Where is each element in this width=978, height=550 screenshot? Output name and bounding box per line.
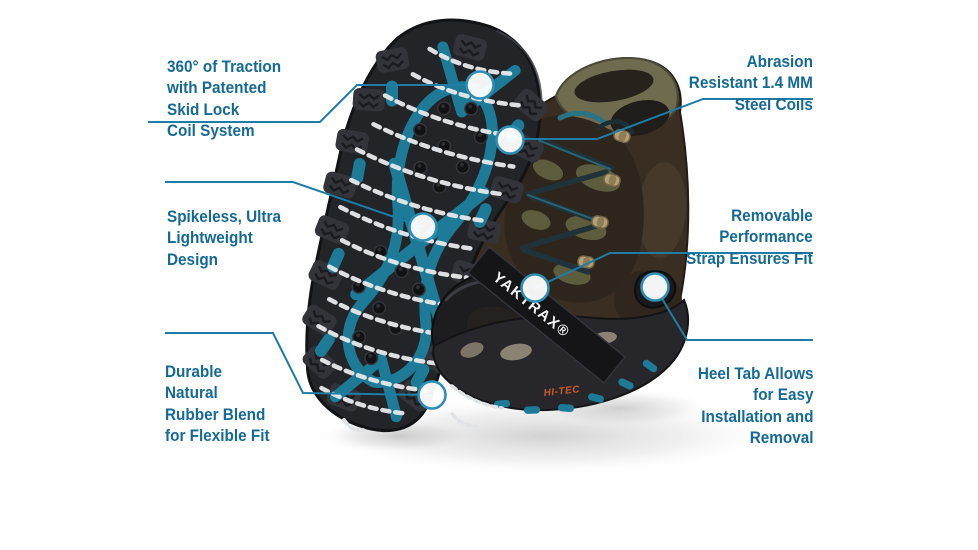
callout-label-traction: 360° of Traction with Patented Skid Lock… (167, 34, 294, 142)
callout-lines (148, 84, 813, 396)
callout-text-strap: Removable Performance Strap Ensures Fit (686, 205, 813, 268)
callout-label-coils: Abrasion Resistant 1.4 MM Steel Coils (675, 29, 813, 115)
marker-heeltab (640, 272, 670, 302)
callout-text-spikeless: Spikeless, Ultra Lightweight Design (167, 206, 281, 269)
callout-markers (408, 70, 670, 410)
callout-line-strap (534, 252, 813, 289)
callout-line-spikeless (165, 181, 424, 228)
callout-label-rubber: Durable Natural Rubber Blend for Flexibl… (165, 339, 281, 447)
marker-strap (520, 273, 550, 303)
callout-line-coils (510, 98, 813, 140)
boot-brand-text: HI-TEC (543, 384, 581, 399)
callout-line-rubber (165, 332, 433, 396)
callout-label-strap: Removable Performance Strap Ensures Fit (672, 183, 813, 269)
callout-text-heeltab: Heel Tab Allows for Easy Installation an… (697, 363, 813, 448)
floor-shadow (305, 388, 785, 476)
hiking-boot (450, 57, 690, 376)
callout-line-traction (148, 84, 480, 123)
callout-label-spikeless: Spikeless, Ultra Lightweight Design (167, 184, 294, 270)
marker-traction (465, 70, 495, 100)
loose-coil-ends (342, 412, 478, 433)
callout-text-rubber: Durable Natural Rubber Blend for Flexibl… (165, 361, 270, 446)
callout-label-heeltab: Heel Tab Allows for Easy Installation an… (685, 341, 813, 449)
outsole-inserts (460, 331, 617, 361)
callout-text-traction: 360° of Traction with Patented Skid Lock… (167, 56, 282, 141)
marker-spikeless (408, 212, 438, 242)
steel-coils (314, 46, 522, 416)
marker-coils (495, 125, 525, 155)
callout-text-coils: Abrasion Resistant 1.4 MM Steel Coils (688, 51, 813, 114)
callout-line-heeltab (654, 286, 813, 341)
marker-rubber (417, 380, 447, 410)
boot-laces (519, 110, 635, 275)
